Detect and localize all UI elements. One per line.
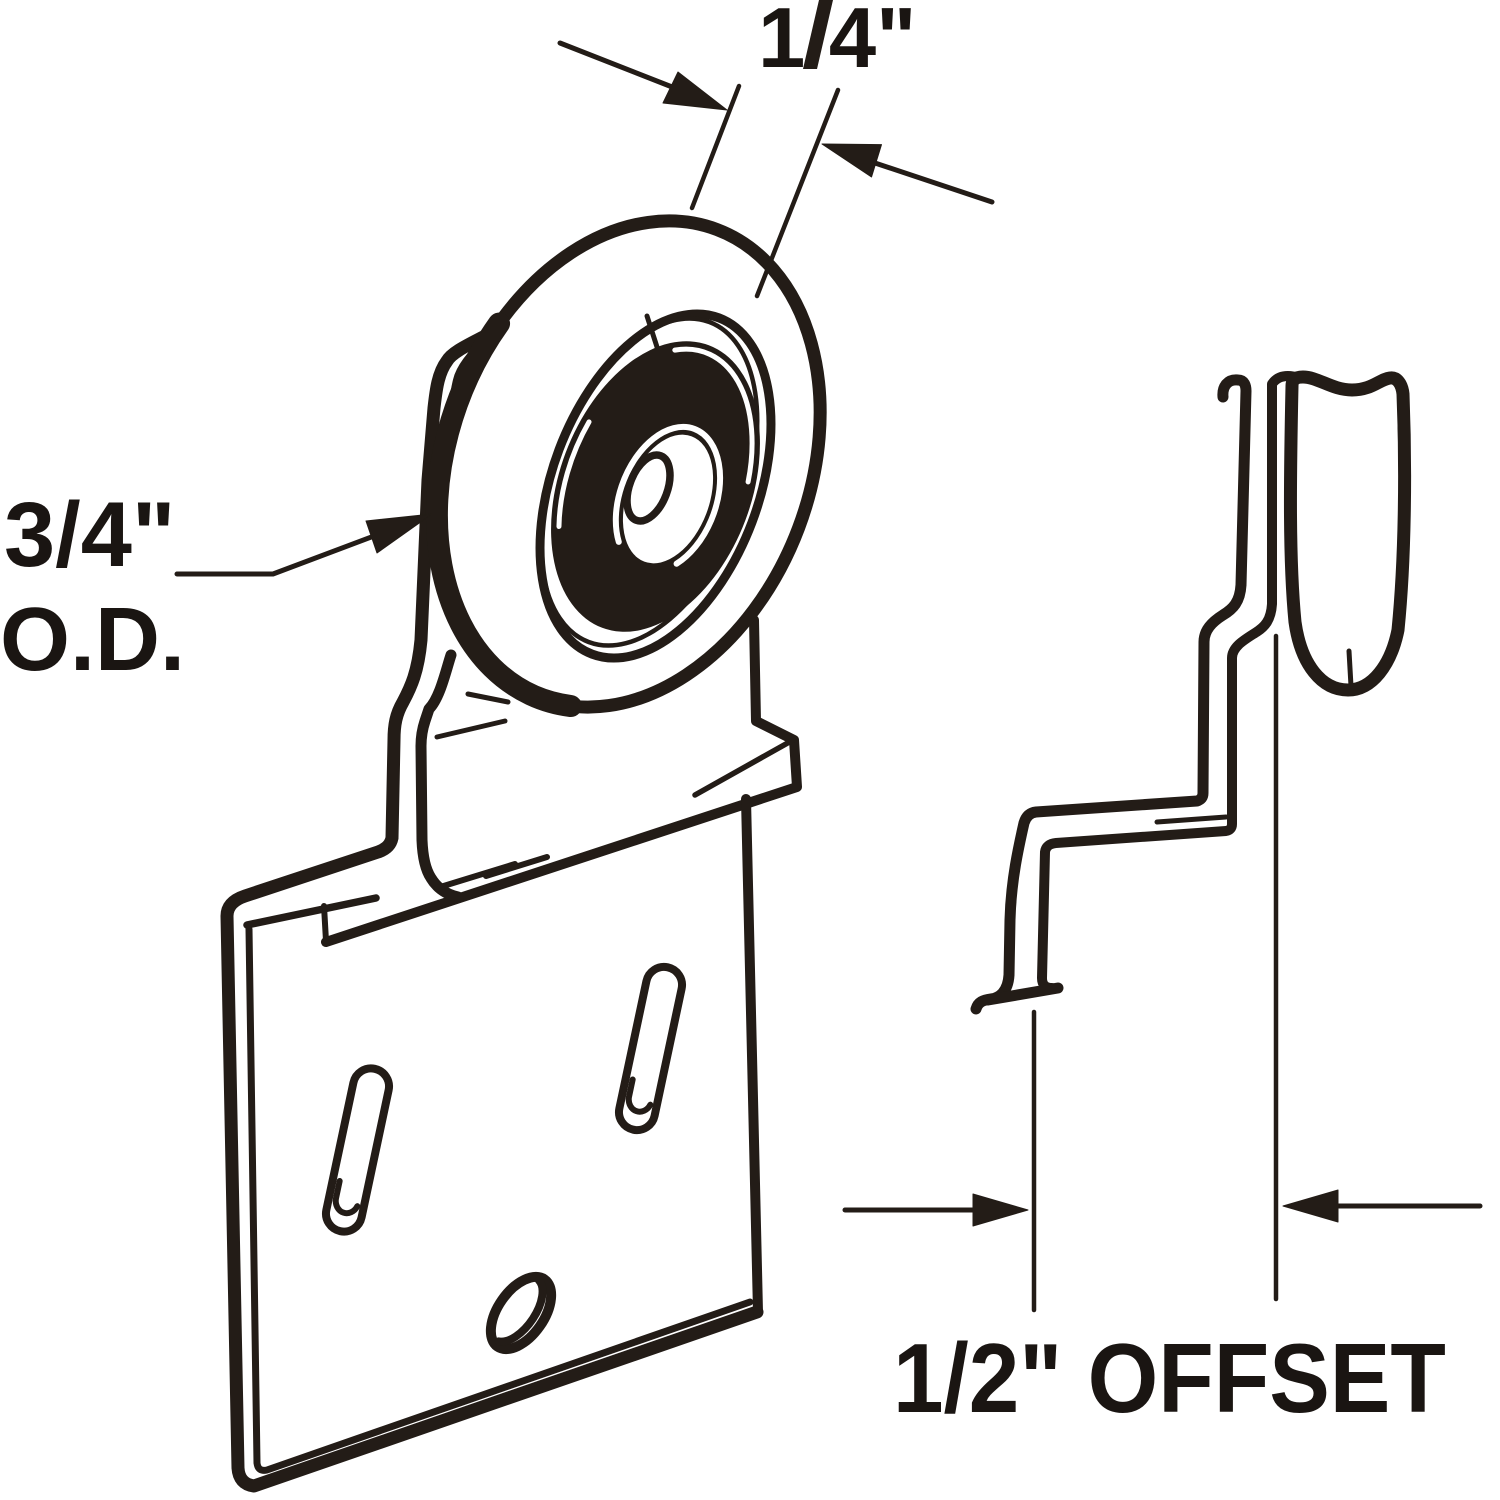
svg-text:1/2" OFFSET: 1/2" OFFSET — [893, 1324, 1446, 1434]
svg-text:1/4": 1/4" — [758, 0, 916, 86]
svg-text:O.D.: O.D. — [0, 590, 185, 690]
svg-text:3/4": 3/4" — [4, 484, 176, 586]
